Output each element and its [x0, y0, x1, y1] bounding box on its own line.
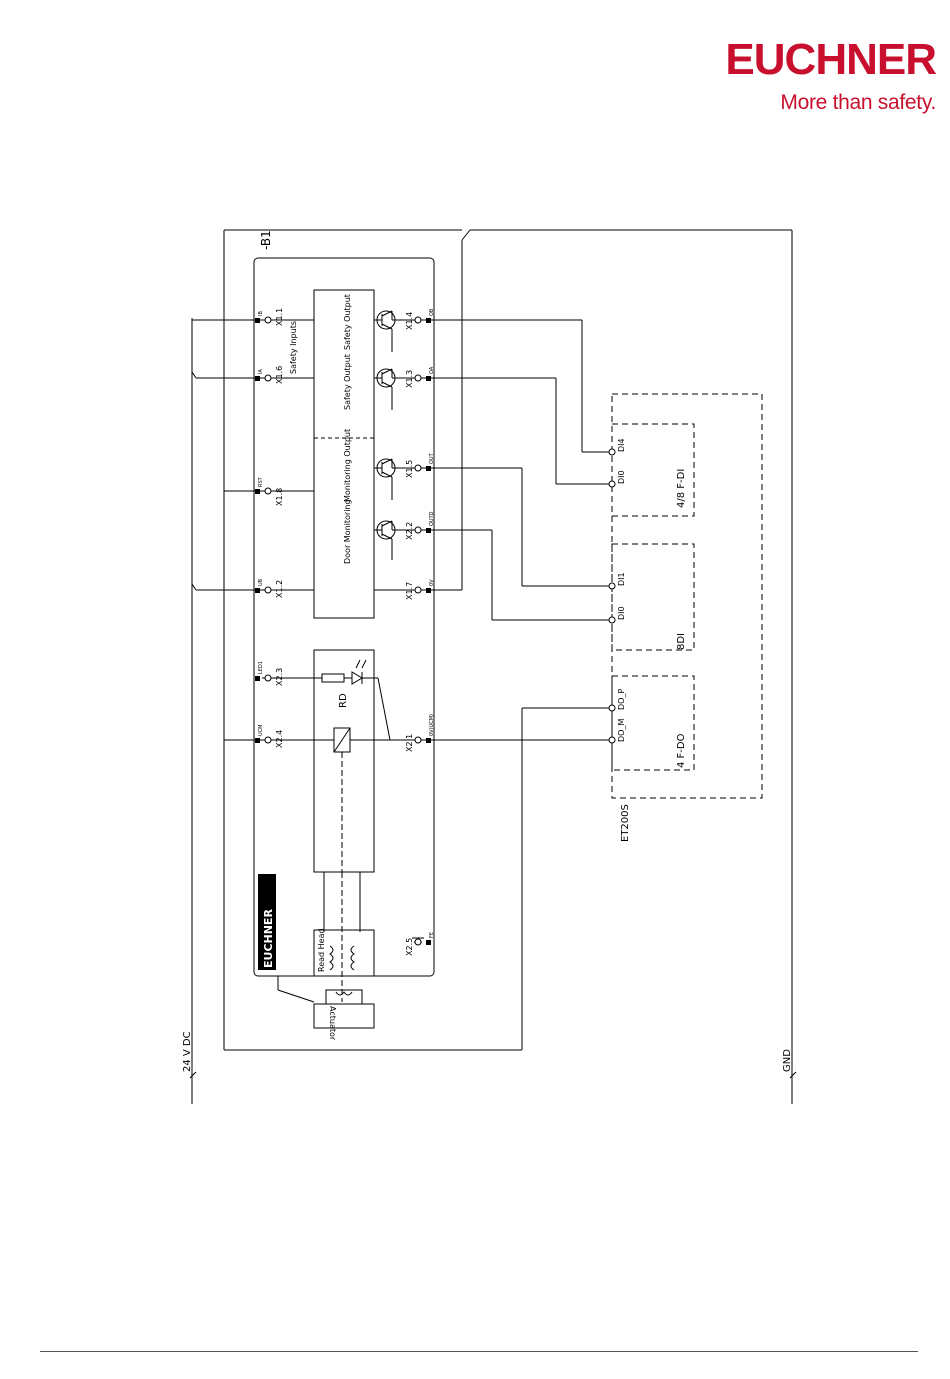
- fdi-input-di4: DI4: [617, 438, 626, 452]
- et200s-label: ET200S: [620, 804, 631, 842]
- pin-0v-ucm: 0V(UCM): [429, 714, 435, 736]
- pin-ub: UB: [258, 578, 264, 586]
- logo-wordmark: EUCHNER: [725, 35, 937, 84]
- terminal-x21: X2.1: [405, 734, 414, 752]
- euchner-badge: [258, 876, 276, 970]
- terminal-x22: X2.2: [405, 522, 414, 540]
- euchner-logo: EUCHNER More than safety.: [716, 36, 944, 122]
- safety-inputs-label: Safety Inputs: [289, 321, 298, 374]
- terminal-x13: X1.3: [405, 370, 414, 388]
- footer-divider: [40, 1351, 918, 1352]
- pin-led1: LED1: [258, 661, 264, 674]
- monitoring-output-label: Monitoring Output: [343, 429, 352, 502]
- terminal-x14: X1.4: [405, 312, 414, 330]
- logo-tagline: More than safety.: [780, 91, 936, 114]
- pin-ia: IA: [258, 369, 264, 374]
- pin-0v: 0V: [429, 579, 435, 586]
- fdo-output-dom: DO_M: [617, 719, 626, 742]
- resistor: [321, 673, 345, 683]
- pin-rst: RST: [258, 476, 264, 487]
- fdi-input-di0: DI0: [617, 470, 626, 484]
- output-block: [313, 289, 375, 619]
- terminal-x23: X2.3: [275, 668, 284, 686]
- module-4-8-fdi: [611, 423, 695, 517]
- euchner-badge-text: EUCHNER: [262, 909, 275, 968]
- fdo-output-dop: DO_P: [617, 689, 626, 710]
- led-diode: [351, 671, 363, 685]
- pin-ob: OB: [429, 308, 435, 316]
- pin-out: OUT: [429, 452, 435, 464]
- actuator-label: Actuator: [328, 1006, 337, 1041]
- read-head-label: Read Head: [317, 928, 326, 972]
- pin-oa: OA: [429, 366, 435, 374]
- terminal-x18: X1.8: [275, 488, 284, 506]
- read-head: [313, 929, 375, 977]
- terminal-x12: X1.2: [275, 580, 284, 598]
- terminal-x11: X1.1: [275, 308, 284, 326]
- cet-badge-text: CET: [262, 877, 275, 900]
- module-8di: [611, 543, 695, 651]
- terminal-x24: X2.4: [275, 730, 284, 748]
- di-input-di0: DI0: [617, 606, 626, 620]
- terminal-x17: X1.7: [405, 582, 414, 600]
- module-fdi-label: 4/8 F-DI: [676, 469, 687, 508]
- module-di-label: 8DI: [676, 633, 687, 650]
- et200s-frame: [611, 393, 763, 799]
- terminal-x25: X2.5: [405, 938, 414, 956]
- rd-label: RD: [338, 693, 349, 708]
- door-monitoring-label: Door Monitoring: [343, 499, 352, 564]
- read-module-block: [313, 649, 375, 873]
- module-4-fdo: [611, 675, 695, 771]
- module-fdo-label: 4 F-DO: [676, 733, 687, 768]
- safety-output-1-label: Safety Output: [343, 294, 352, 350]
- supply-rail-label: 24 V DC: [182, 1031, 193, 1072]
- ground-rail-label: GND: [782, 1049, 793, 1072]
- pin-ucm: UCM: [258, 725, 264, 736]
- pin-ib: IB: [258, 311, 264, 316]
- safety-output-2-label: Safety Output: [343, 354, 352, 410]
- pin-fe: FE: [429, 932, 435, 938]
- device-id-label: -B1: [259, 230, 273, 250]
- terminal-x16: X1.6: [275, 366, 284, 384]
- actuator-box: [313, 1003, 375, 1029]
- di-input-di1: DI1: [617, 572, 626, 586]
- pin-outd: OUTD: [429, 511, 435, 526]
- terminal-x15: X1.5: [405, 460, 414, 478]
